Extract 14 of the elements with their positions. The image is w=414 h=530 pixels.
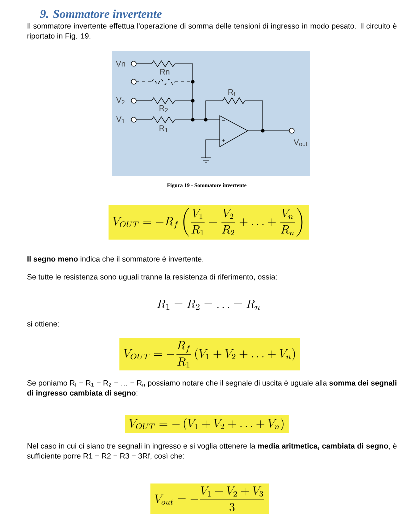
formula-box: $V_{OUT} = -\frac{R_{f}}{R_{1}}\left(V_{1}+V_{2}+\ldots+V_{n}\right)$	[120, 338, 300, 371]
formula-box: $V_{out} = -\frac{V_{1}+V_{2}+V_{3}}{3}$	[150, 484, 270, 514]
formula-box: $V_{OUT} = -\left(V_{1}+V_{2}+\ldots+V_{n}\right)$	[125, 416, 289, 434]
terminal-label: Vn	[116, 61, 126, 67]
terminal-label: R$_{f}$	[228, 89, 236, 97]
terminal-label: V$_{1}$	[116, 116, 125, 124]
terminal-label: Rn	[160, 69, 170, 75]
formula-box: $V_{OUT} = -R_{f}\left(\frac{V_{1}}{R_{1}}+\frac{V_{2}}{R_{2}}+\ldots+\frac{V_{n}}{R_{n}}\right)$	[108, 205, 310, 240]
terminal-label: R$_{2}$	[160, 106, 168, 112]
terminal-label: R$_{1}$	[160, 126, 168, 132]
terminal-label: V$_{2}$	[116, 98, 125, 104]
terminal-label: V$_{out}$	[294, 140, 308, 146]
heading: 9. Sommatore invertente	[40, 10, 162, 18]
formula: $R_{1} = R_{2} = \ldots = R_{n}$	[157, 300, 260, 310]
